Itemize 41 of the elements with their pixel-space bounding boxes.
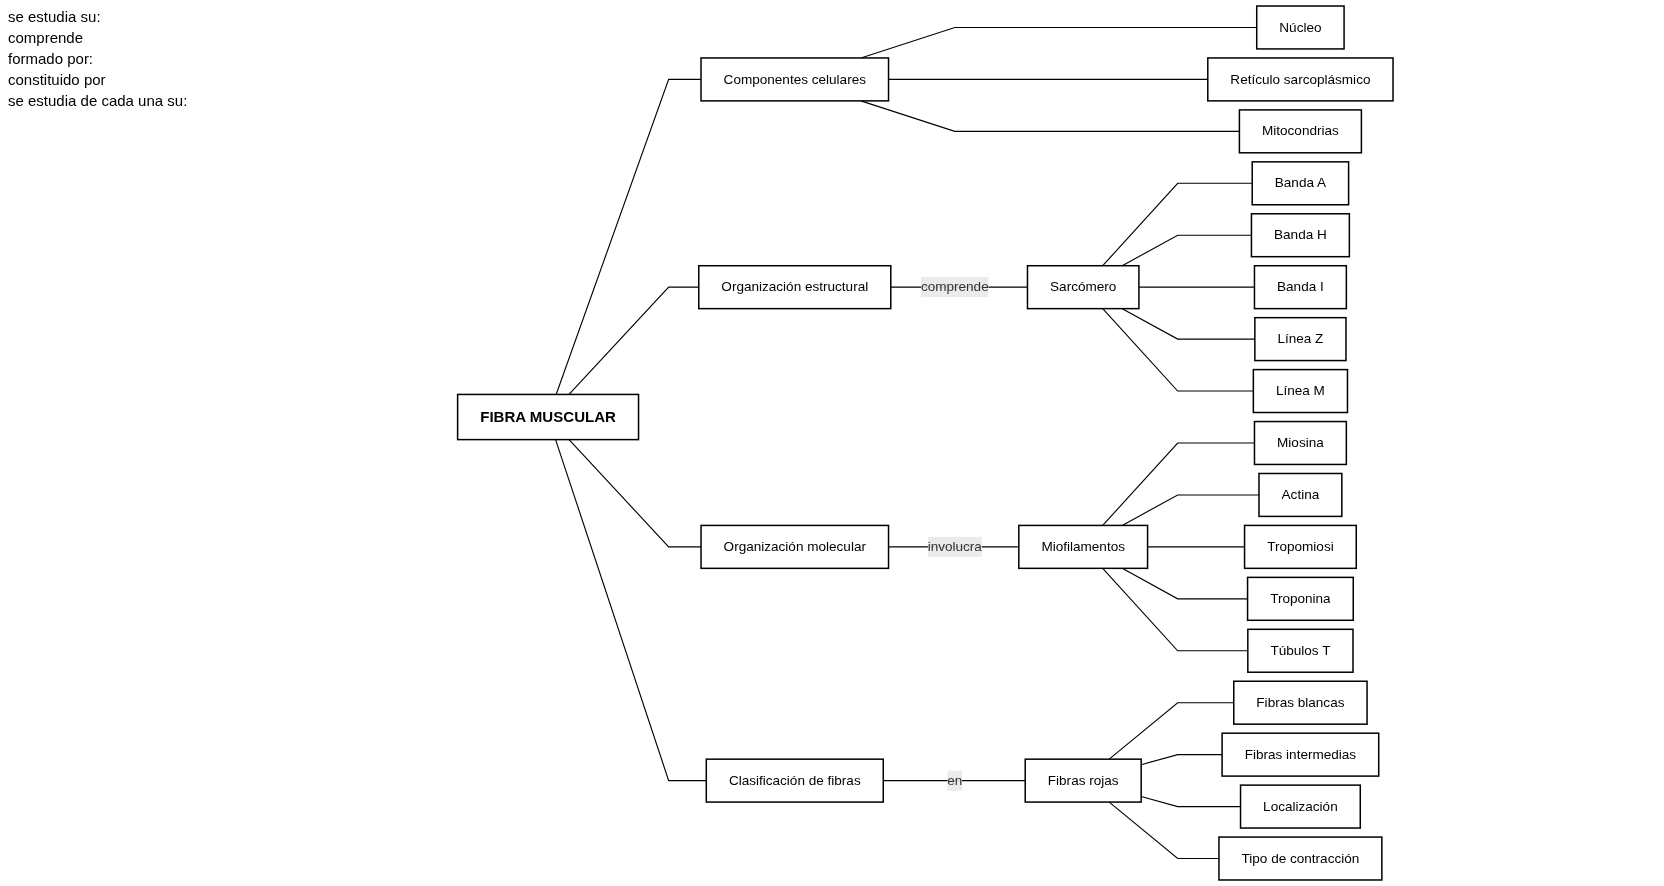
connector-note: formado por: (8, 50, 95, 67)
connector-note: constituido por (8, 71, 107, 88)
node-box: Mitocondrias (1238, 109, 1362, 154)
connector (1101, 308, 1254, 392)
edge-label: involucra (927, 538, 982, 555)
node-box: Túbulos T (1246, 628, 1354, 673)
node-box: Localización (1239, 784, 1361, 829)
connector (568, 286, 699, 395)
connector (1121, 567, 1248, 600)
node-box: Miofilamentos (1017, 524, 1148, 570)
node-box: Fibras intermedias (1221, 732, 1380, 777)
connector (1101, 442, 1255, 526)
connector-note: se estudia de cada una su: (8, 92, 188, 109)
connector (1138, 286, 1255, 288)
node-box: Tipo de contracción (1217, 836, 1383, 881)
connector-note: comprende (8, 29, 85, 46)
node-box: Troponina (1246, 576, 1354, 622)
node-box: Clasificación de fibras (705, 758, 884, 803)
node-box: Línea Z (1253, 316, 1347, 362)
edge-label: en (946, 772, 963, 788)
node-box: Fibras blancas (1232, 680, 1368, 725)
node-box: Sarcómero (1026, 264, 1140, 310)
node-box: Banda H (1250, 213, 1350, 258)
node-box: Tropomiosi (1243, 524, 1357, 570)
connector (1121, 234, 1252, 267)
node-box: Núcleo (1255, 5, 1345, 50)
node-box: Componentes celulares (699, 57, 889, 102)
node-box: Organización molecular (699, 524, 889, 570)
node-box: Banda A (1251, 161, 1350, 206)
edge-label: comprende (920, 279, 989, 295)
node-box: Organización estructural (697, 264, 892, 310)
node-box: Retículo sarcoplásmico (1206, 57, 1394, 102)
connector (1108, 702, 1234, 760)
connector (1140, 796, 1241, 808)
node-box: Actina (1257, 472, 1343, 518)
connector-note: se estudia su: (8, 8, 102, 25)
node-box: Miosina (1253, 420, 1347, 466)
node-box: Banda I (1253, 264, 1347, 310)
node-box: FIBRA MUSCULAR (456, 393, 639, 441)
node-box: Línea M (1252, 368, 1348, 414)
node-box: Fibras rojas (1024, 758, 1142, 803)
